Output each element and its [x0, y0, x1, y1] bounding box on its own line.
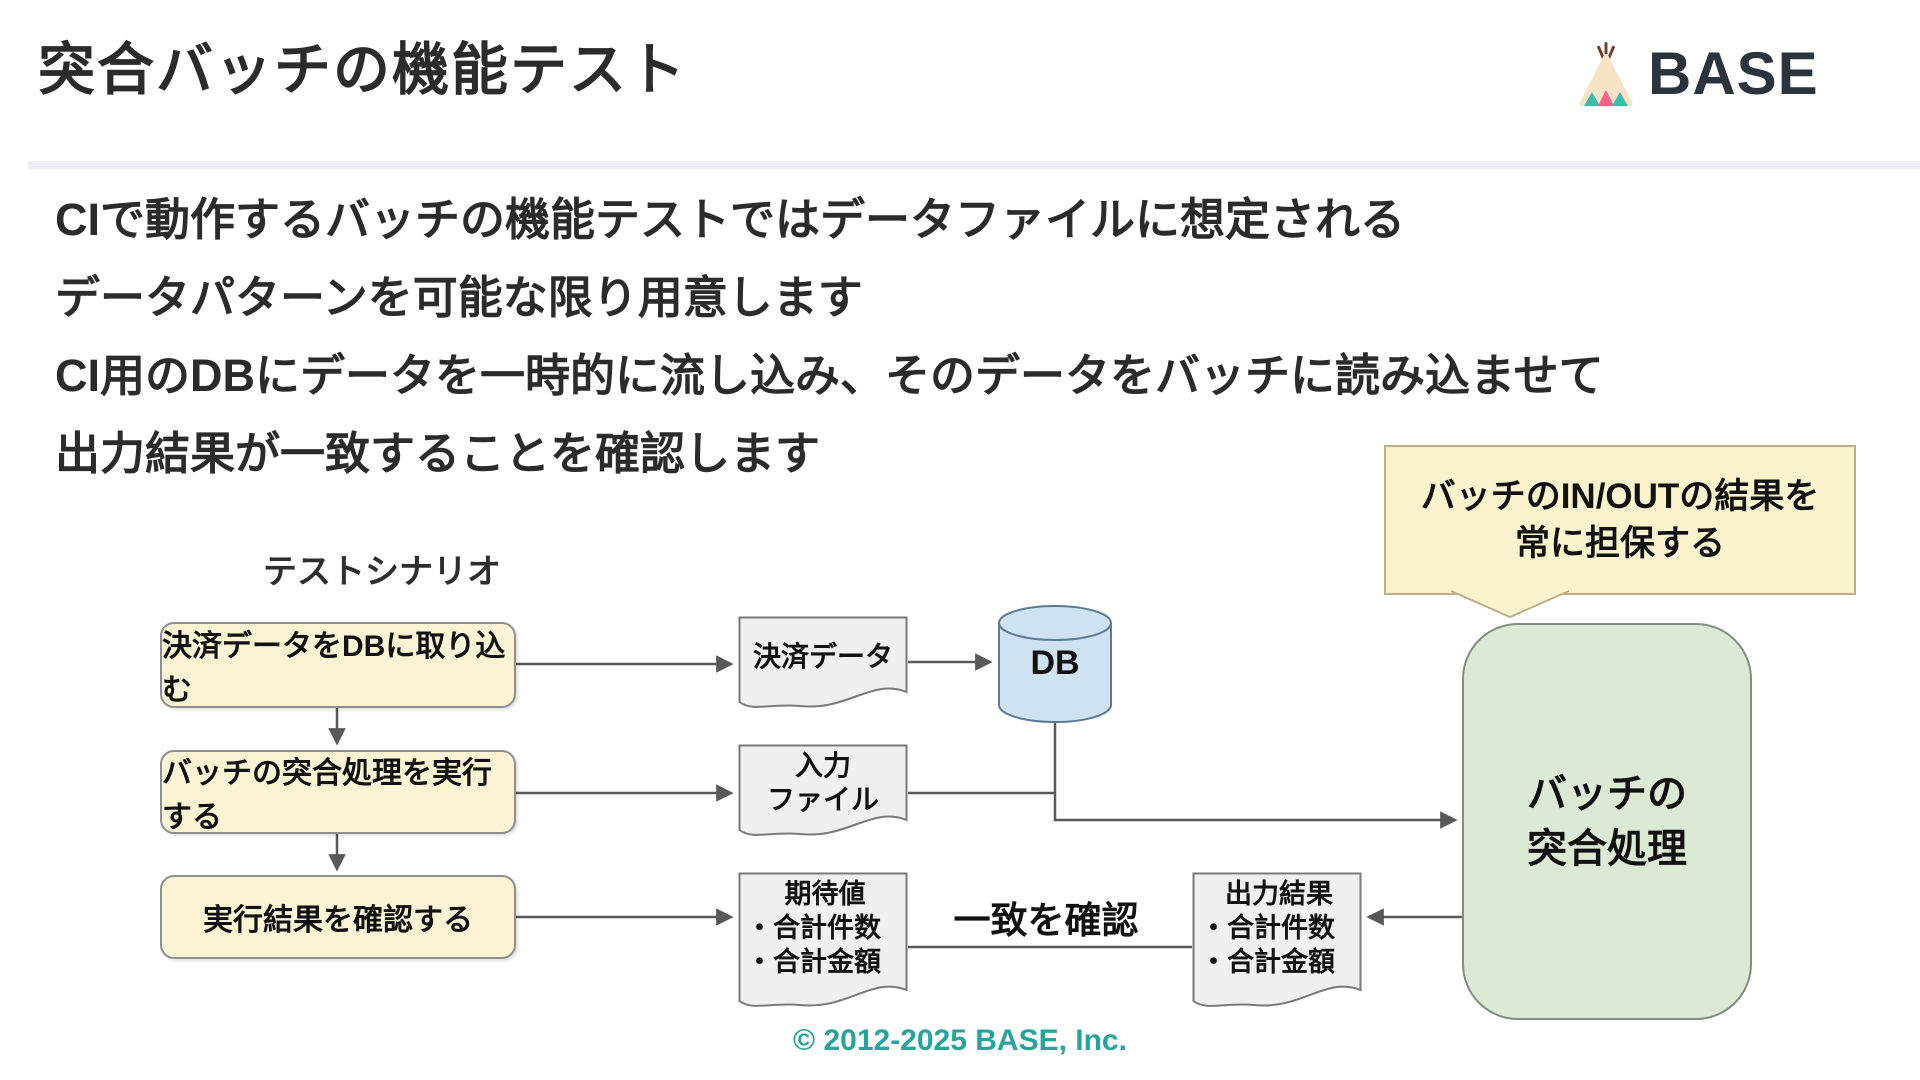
db-label: DB: [1030, 644, 1080, 682]
output-results-document: 出力結果 ・合計件数 ・合計金額: [1192, 872, 1362, 1012]
arrow-db-junction-to-process: [1053, 723, 1458, 829]
process-label-line2: 突合処理: [1527, 826, 1687, 871]
callout-line1: バッチのIN/OUTの結果を: [1420, 477, 1820, 516]
input-file-label-line2: ファイル: [766, 784, 879, 815]
step-label: 決済データをDBに取り込む: [162, 630, 506, 707]
db-cylinder: DB: [997, 604, 1113, 726]
process-label-line1: バッチの: [1527, 771, 1687, 816]
batch-process-box: バッチの 突合処理: [1462, 623, 1752, 1020]
document-shape: [738, 744, 908, 836]
step-box-run-reconciliation: バッチの突合処理を実行する: [160, 750, 516, 834]
step-box-import-payment-data: 決済データをDBに取り込む: [160, 622, 516, 708]
expected-title: 期待値: [784, 879, 866, 909]
match-confirm-label: 一致を確認: [953, 900, 1139, 941]
input-file-document: 入力 ファイル: [738, 744, 908, 840]
output-item-count: ・合計件数: [1200, 913, 1335, 943]
logo-text: BASE: [1648, 39, 1819, 107]
intro-line-3: CI用のDBにデータを一時的に流し込み、そのデータをバッチに読み込ませて: [55, 350, 1604, 401]
input-file-label-line1: 入力: [794, 750, 851, 781]
intro-line-4: 出力結果が一致することを確認します: [55, 428, 821, 479]
copyright-footer: © 2012-2025 BASE, Inc.: [793, 1024, 1127, 1057]
intro-line-1: CIで動作するバッチの機能テストではデータファイルに想定される: [55, 194, 1406, 245]
step-label: 実行結果を確認する: [203, 904, 473, 937]
payment-data-label: 決済データ: [752, 641, 893, 672]
step-box-check-results: 実行結果を確認する: [160, 875, 516, 959]
output-title: 出力結果: [1225, 879, 1333, 909]
callout-tail: [1450, 590, 1570, 619]
callout-bubble: バッチのIN/OUTの結果を 常に担保する: [1384, 445, 1856, 595]
payment-data-document: 決済データ: [738, 616, 908, 712]
base-logo: BASE: [1578, 34, 1819, 112]
intro-paragraph: CIで動作するバッチの機能テストではデータファイルに想定される データパターンを…: [55, 181, 1604, 493]
expected-values-document: 期待値 ・合計件数 ・合計金額: [738, 872, 908, 1012]
title-divider: [28, 161, 1920, 169]
document-shape: [1192, 872, 1362, 1007]
callout-line2: 常に担保する: [1514, 524, 1725, 563]
step-label: バッチの突合処理を実行する: [162, 757, 492, 834]
expected-item-amount: ・合計金額: [746, 947, 881, 977]
database-cylinder-shape: [998, 605, 1112, 723]
page-title: 突合バッチの機能テスト: [38, 38, 687, 102]
document-shape: [738, 872, 908, 1007]
intro-line-2: データパターンを可能な限り用意します: [55, 272, 863, 323]
expected-item-count: ・合計件数: [746, 913, 881, 943]
output-item-amount: ・合計金額: [1200, 947, 1335, 977]
document-shape: [738, 616, 908, 708]
teepee-icon: [1579, 42, 1633, 107]
scenario-label: テストシナリオ: [263, 553, 501, 591]
